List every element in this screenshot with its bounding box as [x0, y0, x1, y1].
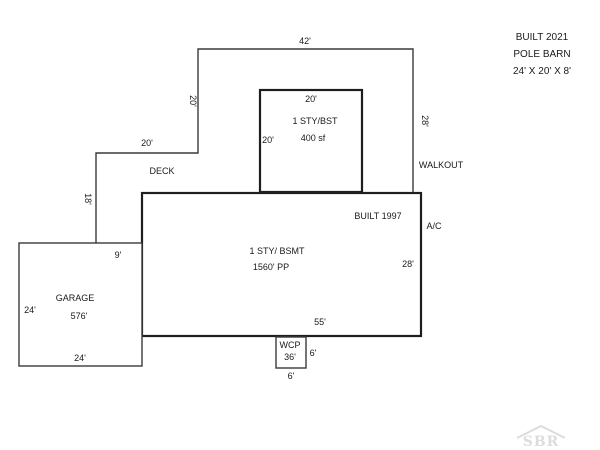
- wcp-dim-right: 6': [310, 348, 317, 358]
- garage-outline: [18, 242, 143, 367]
- main-house-area: 1560' PP: [253, 262, 289, 272]
- wcp-dim-bottom: 6': [288, 371, 295, 381]
- note-dimensions: 24' X 20' X 8': [513, 66, 571, 77]
- wcp-label: WCP: [280, 340, 301, 350]
- main-house-label: 1 STY/ BSMT: [249, 246, 305, 256]
- note-pole-barn: POLE BARN: [513, 49, 570, 60]
- addition-area: 400 sf: [301, 133, 326, 143]
- garage-dim-bottom: 24': [74, 353, 86, 363]
- garage-area: 576': [71, 311, 88, 321]
- addition-dim-left: 20': [262, 135, 274, 145]
- garage-dim-offset: 9': [115, 250, 122, 260]
- watermark-text: SBR: [523, 434, 560, 450]
- garage-label: GARAGE: [56, 293, 95, 303]
- garage-dim-left: 24': [24, 305, 36, 315]
- addition-label: 1 STY/BST: [292, 116, 338, 126]
- deck-outline: [95, 48, 414, 243]
- main-house-outline: [140, 191, 423, 338]
- deck-dim-upper-left: 20': [188, 95, 198, 107]
- main-house-dim-bottom: 55': [314, 317, 326, 327]
- deck-dim-lower-left: 18': [83, 193, 93, 205]
- walkout-label: WALKOUT: [419, 160, 464, 170]
- deck-label: DECK: [149, 166, 174, 176]
- deck-dim-step: 20': [141, 138, 153, 148]
- deck-dim-top: 42': [299, 36, 311, 46]
- main-house-dim-right: 28': [402, 259, 414, 269]
- main-house-ac: A/C: [426, 221, 442, 231]
- main-house-built: BUILT 1997: [354, 211, 401, 221]
- wcp-outline: [275, 336, 307, 369]
- wcp-area: 36': [284, 352, 296, 362]
- addition-dim-top: 20': [305, 94, 317, 104]
- watermark-logo: SBR: [516, 424, 566, 450]
- note-built-2021: BUILT 2021: [516, 32, 569, 43]
- deck-dim-right: 28': [420, 115, 430, 127]
